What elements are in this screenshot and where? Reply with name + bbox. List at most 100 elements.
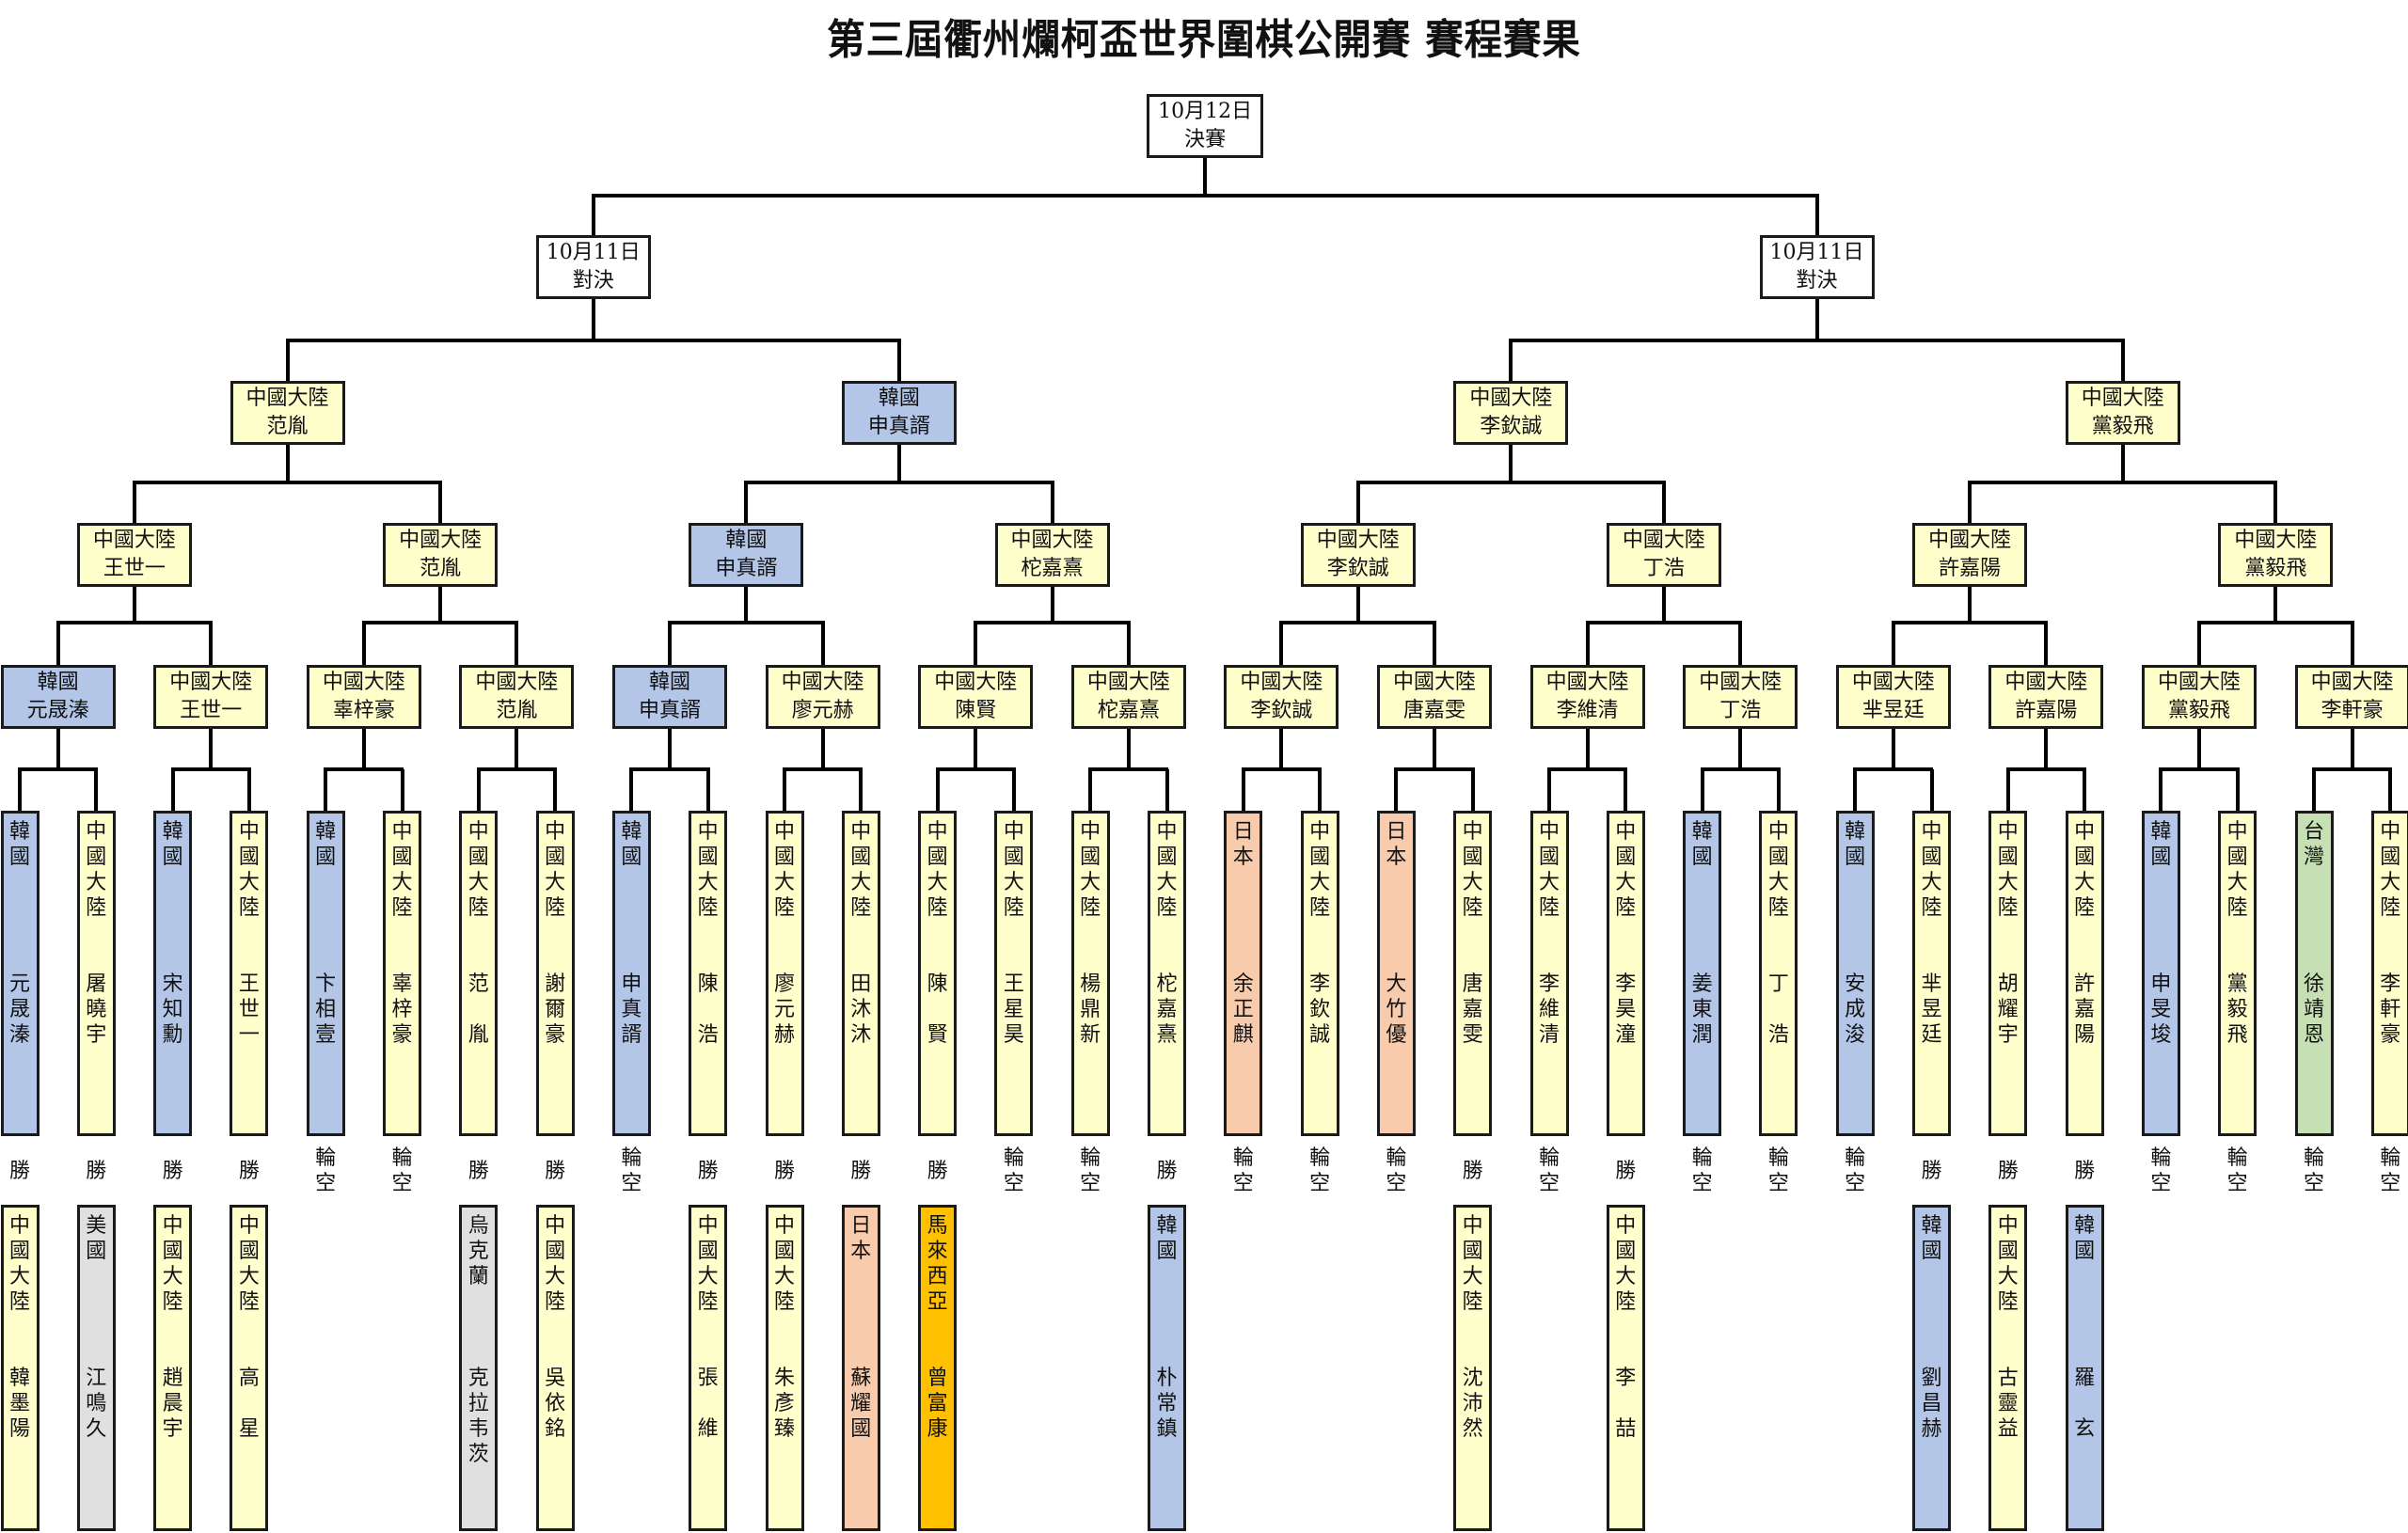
round64-player-bar[interactable]: 中國大陸陳 浩: [689, 811, 728, 1136]
round32-player-box[interactable]: 中國大陸廖元赫: [765, 665, 880, 729]
player-country: 中國大陸: [1462, 1214, 1483, 1314]
round64-player-bar[interactable]: 中國大陸唐嘉雯: [1453, 811, 1493, 1136]
connector-line: [820, 623, 825, 665]
box-line-1: 10月11日: [1769, 241, 1864, 264]
round64-player-bar[interactable]: 中國大陸屠曉宇: [76, 811, 116, 1136]
round64-player-bar[interactable]: 日本大竹優: [1376, 811, 1416, 1136]
connector-line: [783, 769, 786, 811]
round64-player-bar[interactable]: 中國大陸柁嘉熹: [1148, 811, 1186, 1136]
qualifier-player-bar[interactable]: 韓國羅 玄: [2065, 1205, 2104, 1531]
round64-player-bar[interactable]: 中國大陸田沐沐: [841, 811, 880, 1136]
round64-player-bar[interactable]: 中國大陸胡耀宇: [1988, 811, 2028, 1136]
round64-player-bar[interactable]: 中國大陸許嘉陽: [2065, 811, 2104, 1136]
box-line-2: 黨毅飛: [2091, 415, 2154, 438]
round64-player-bar[interactable]: 中國大陸黨毅飛: [2218, 811, 2258, 1136]
round64-player-bar[interactable]: 韓國申真諝: [611, 811, 651, 1136]
qualifier-player-bar[interactable]: 日本蘇耀國: [841, 1205, 880, 1531]
round32-player-box[interactable]: 中國大陸李維清: [1529, 665, 1645, 729]
round64-player-bar[interactable]: 中國大陸芈昱廷: [1912, 811, 1951, 1136]
round16-player-box[interactable]: 韓國申真諝: [689, 523, 804, 587]
round64-player-bar[interactable]: 中國大陸楊鼎新: [1070, 811, 1110, 1136]
round32-player-box[interactable]: 中國大陸黨毅飛: [2142, 665, 2258, 729]
round16-player-box[interactable]: 中國大陸李欽誠: [1300, 523, 1416, 587]
round64-player-bar[interactable]: 韓國安成浚: [1835, 811, 1875, 1136]
connector-line: [1738, 729, 1743, 769]
box-line-2: 黨毅飛: [2244, 557, 2307, 580]
round32-player-box[interactable]: 中國大陸丁浩: [1683, 665, 1798, 729]
round32-player-box[interactable]: 韓國元晟溱: [0, 665, 116, 729]
final-box[interactable]: 10月12日決賽: [1147, 94, 1264, 158]
round16-player-box[interactable]: 中國大陸丁浩: [1606, 523, 1721, 587]
qualifier-player-bar[interactable]: 中國大陸韓墨陽: [0, 1205, 40, 1531]
round32-player-box[interactable]: 韓國申真諝: [612, 665, 728, 729]
round64-player-bar[interactable]: 日本余正麒: [1224, 811, 1263, 1136]
box-line-2: 許嘉陽: [1939, 557, 2002, 580]
round16-player-box[interactable]: 中國大陸許嘉陽: [1912, 523, 2028, 587]
box-line-2: 李維清: [1556, 699, 1619, 722]
round32-player-box[interactable]: 中國大陸范胤: [459, 665, 575, 729]
connector-line: [515, 729, 519, 769]
round32-player-box[interactable]: 中國大陸李軒豪: [2294, 665, 2408, 729]
player-country: 中國大陸: [1997, 820, 2019, 920]
round32-player-box[interactable]: 中國大陸辜梓豪: [306, 665, 421, 729]
qualifier-player-bar[interactable]: 中國大陸古靈益: [1988, 1205, 2028, 1531]
qualifier-player-bar[interactable]: 馬來西亞曾富康: [918, 1205, 958, 1531]
round64-player-bar[interactable]: 韓國姜東潤: [1683, 811, 1722, 1136]
round64-player-bar[interactable]: 韓國卞相壹: [306, 811, 345, 1136]
round64-player-bar[interactable]: 韓國申旻埈: [2141, 811, 2180, 1136]
qualifier-player-bar[interactable]: 美國江鳴久: [76, 1205, 116, 1531]
qualifier-player-bar[interactable]: 烏克蘭克拉韦茨: [459, 1205, 499, 1531]
round32-player-box[interactable]: 中國大陸柁嘉熹: [1070, 665, 1186, 729]
qualifier-player-bar[interactable]: 中國大陸趙晨宇: [153, 1205, 193, 1531]
round64-player-bar[interactable]: 中國大陸丁 浩: [1759, 811, 1798, 1136]
player-country: 烏克蘭: [467, 1214, 489, 1288]
player-country: 中國大陸: [8, 1214, 30, 1314]
qualifier-player-bar[interactable]: 中國大陸朱彥臻: [765, 1205, 804, 1531]
round32-player-box[interactable]: 中國大陸芈昱廷: [1835, 665, 1951, 729]
connector-line: [1203, 158, 1208, 196]
round64-player-bar[interactable]: 台灣徐靖恩: [2294, 811, 2334, 1136]
round16-player-box[interactable]: 中國大陸范胤: [383, 523, 499, 587]
round64-player-bar[interactable]: 中國大陸李昊潼: [1606, 811, 1645, 1136]
qualifier-player-bar[interactable]: 韓國劉昌赫: [1912, 1205, 1951, 1531]
round64-player-bar[interactable]: 中國大陸李維清: [1529, 811, 1569, 1136]
quarterfinal-player-box[interactable]: 中國大陸黨毅飛: [2065, 381, 2180, 445]
quarterfinal-player-box[interactable]: 中國大陸李欽誠: [1453, 381, 1569, 445]
connector-line: [324, 767, 404, 771]
round64-player-bar[interactable]: 韓國宋知勳: [153, 811, 193, 1136]
round16-player-box[interactable]: 中國大陸黨毅飛: [2218, 523, 2334, 587]
qualifier-player-bar[interactable]: 中國大陸沈沛然: [1453, 1205, 1493, 1531]
quarterfinal-player-box[interactable]: 韓國申真諝: [841, 381, 957, 445]
round64-player-bar[interactable]: 中國大陸謝爾豪: [535, 811, 575, 1136]
round16-player-box[interactable]: 中國大陸柁嘉熹: [994, 523, 1110, 587]
round64-player-bar[interactable]: 中國大陸陳 賢: [918, 811, 958, 1136]
round64-player-bar[interactable]: 中國大陸辜梓豪: [383, 811, 421, 1136]
semifinal-box[interactable]: 10月11日對決: [1759, 235, 1875, 299]
player-name: 屠曉宇: [86, 972, 107, 1047]
connector-line: [1661, 587, 1666, 623]
round32-player-box[interactable]: 中國大陸許嘉陽: [1988, 665, 2104, 729]
round64-player-bar[interactable]: 中國大陸王世一: [230, 811, 269, 1136]
connector-line: [1547, 769, 1551, 811]
round32-player-box[interactable]: 中國大陸王世一: [153, 665, 269, 729]
qualifier-player-bar[interactable]: 中國大陸吳依銘: [535, 1205, 575, 1531]
connector-line: [1509, 340, 1513, 381]
round64-player-bar[interactable]: 中國大陸廖元赫: [765, 811, 804, 1136]
round32-player-box[interactable]: 中國大陸陳賢: [918, 665, 1034, 729]
round32-player-box[interactable]: 中國大陸唐嘉雯: [1377, 665, 1493, 729]
qualifier-player-bar[interactable]: 中國大陸張 維: [689, 1205, 728, 1531]
qualifier-player-bar[interactable]: 中國大陸李 喆: [1606, 1205, 1645, 1531]
semifinal-box[interactable]: 10月11日對決: [535, 235, 651, 299]
qualifier-player-bar[interactable]: 韓國朴常鎮: [1148, 1205, 1186, 1531]
round32-player-box[interactable]: 中國大陸李欽誠: [1224, 665, 1339, 729]
round16-player-box[interactable]: 中國大陸王世一: [76, 523, 192, 587]
connector-line: [1279, 621, 1437, 624]
round64-player-bar[interactable]: 中國大陸李欽誠: [1300, 811, 1339, 1136]
round64-player-bar[interactable]: 中國大陸王星昊: [994, 811, 1034, 1136]
result-win-label: 勝: [2074, 1160, 2096, 1183]
qualifier-player-bar[interactable]: 中國大陸高 星: [230, 1205, 269, 1531]
quarterfinal-player-box[interactable]: 中國大陸范胤: [230, 381, 345, 445]
round64-player-bar[interactable]: 中國大陸李軒豪: [2370, 811, 2408, 1136]
round64-player-bar[interactable]: 中國大陸范 胤: [459, 811, 499, 1136]
round64-player-bar[interactable]: 韓國元晟溱: [0, 811, 40, 1136]
